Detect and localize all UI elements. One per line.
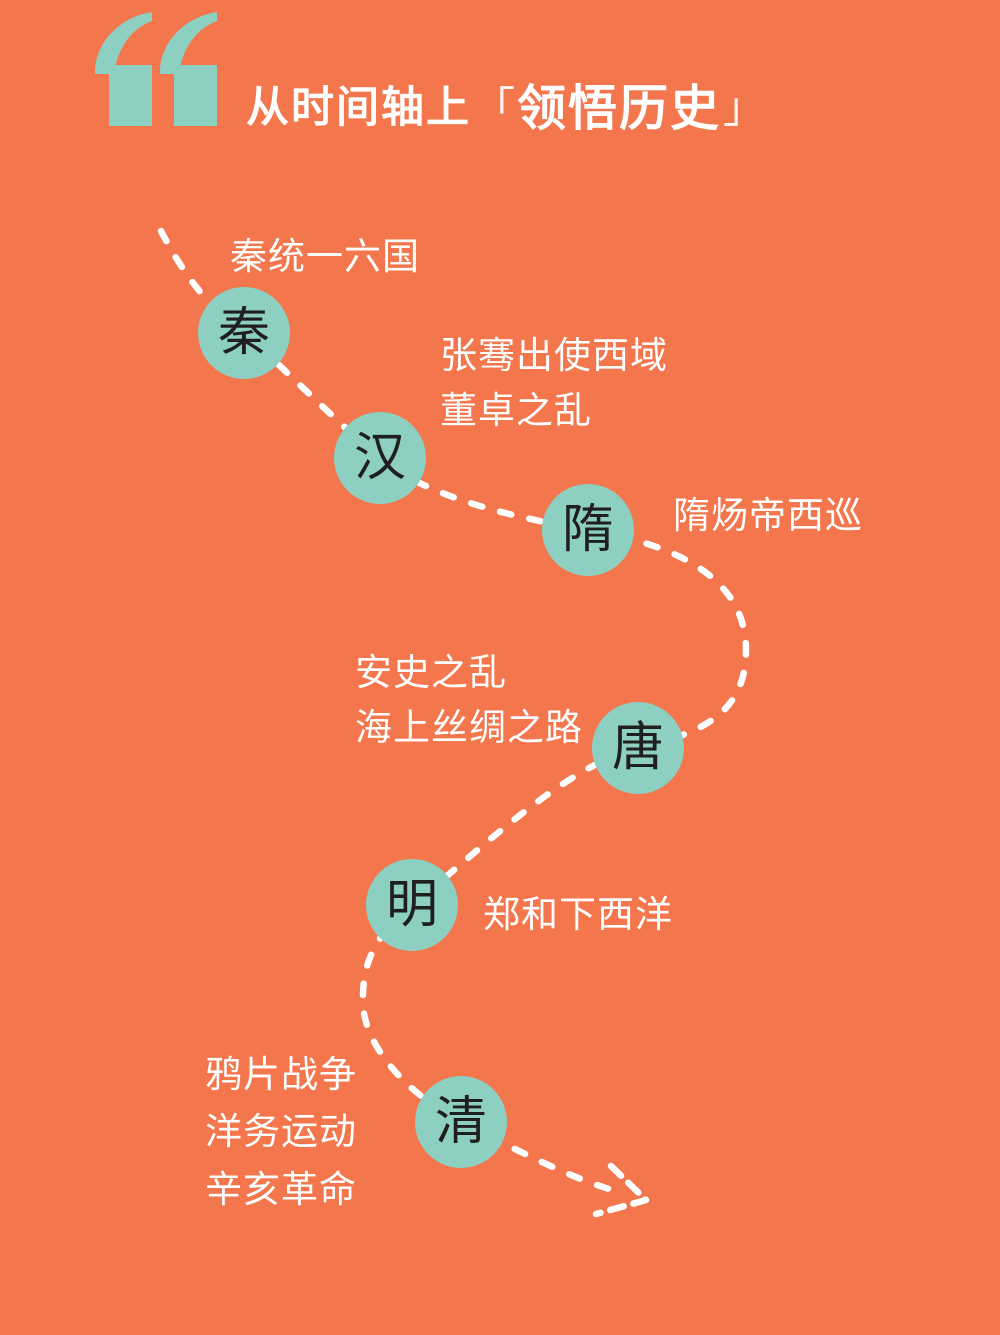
dynasty-label-qing: 清 xyxy=(434,1093,487,1151)
event-label-zhangqian-mission: 张骞出使西域 xyxy=(440,335,668,376)
event-label-self-strengthening-movement: 洋务运动 xyxy=(205,1111,357,1152)
dynasty-node-sui: 隋 xyxy=(542,484,634,576)
dynasty-label-tang: 唐 xyxy=(611,719,664,777)
dynasty-node-tang: 唐 xyxy=(592,702,684,794)
dynasty-label-ming: 明 xyxy=(385,876,438,934)
timeline-curve xyxy=(157,227,750,1195)
dynasty-node-qing: 清 xyxy=(415,1076,507,1168)
dynasty-label-han: 汉 xyxy=(353,429,406,487)
title-bracket-close: 」 xyxy=(723,83,766,131)
dynasty-node-qin: 秦 xyxy=(198,287,290,379)
event-label-sui-emperor-westward-tour: 隋炀帝西巡 xyxy=(673,495,863,536)
event-label-zhenghe-voyages: 郑和下西洋 xyxy=(483,894,673,935)
opening-double-quote-icon xyxy=(95,12,217,126)
event-label-anshi-rebellion: 安史之乱 xyxy=(355,652,507,693)
dynasty-node-ming: 明 xyxy=(366,859,458,951)
title-highlight: 领悟历史 xyxy=(517,81,722,136)
event-label-maritime-silk-road: 海上丝绸之路 xyxy=(355,707,583,748)
page-title: 从时间轴上 「 领悟历史 」 xyxy=(246,76,767,136)
event-label-opium-war: 鸦片战争 xyxy=(205,1054,357,1095)
title-bracket-open: 「 xyxy=(473,83,516,131)
event-label-dongzhuo-rebellion: 董卓之乱 xyxy=(440,390,592,431)
title-prefix: 从时间轴上 xyxy=(246,84,471,132)
event-label-qin-unification: 秦统一六国 xyxy=(230,236,420,277)
event-label-xinhai-revolution: 辛亥革命 xyxy=(205,1169,357,1210)
dynasty-node-han: 汉 xyxy=(334,412,426,504)
arrowhead-icon xyxy=(592,1162,650,1218)
dynasty-label-sui: 隋 xyxy=(561,501,614,559)
dynasty-label-qin: 秦 xyxy=(217,304,270,362)
